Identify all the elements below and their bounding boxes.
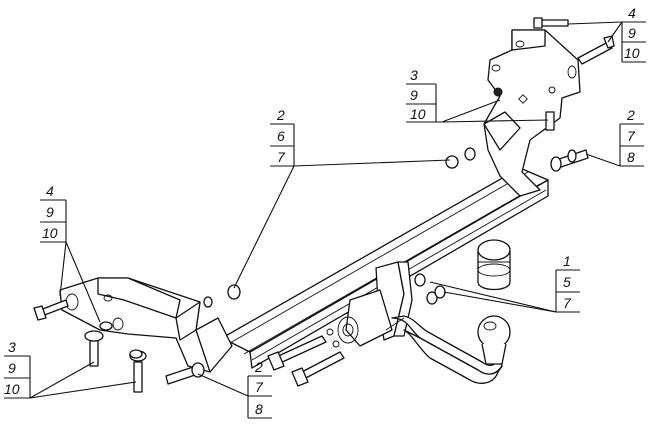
leader-lines (29, 21, 623, 399)
tow-ball (477, 315, 511, 365)
label-right-mid-2: 7 (627, 128, 636, 144)
label-top-right-2: 9 (628, 25, 636, 41)
label-center-2: 6 (277, 128, 285, 144)
label-right-lower-1: 1 (563, 253, 571, 269)
callout-right-mid: 2 7 8 (619, 107, 644, 167)
label-left-lower-2: 9 (8, 360, 16, 376)
callout-bottom-center: 2 7 8 (247, 359, 272, 419)
label-left-lower-3: 10 (4, 381, 20, 397)
bolt-left-vertical-upper (84, 321, 113, 367)
nuts-washers (129, 147, 476, 359)
tow-ball-cap (477, 239, 511, 291)
label-bottom-center-2: 7 (255, 379, 264, 395)
callout-top-right: 4 9 10 (621, 5, 646, 63)
callout-left-upper: 4 9 10 (40, 183, 67, 243)
label-left-upper-2: 9 (46, 204, 54, 220)
callout-center: 2 6 7 (270, 107, 295, 167)
bolt-bracket-vertical (493, 87, 555, 131)
label-left-lower-1: 3 (8, 339, 16, 355)
label-center-1: 2 (276, 107, 285, 123)
bolt-top-right (533, 17, 569, 29)
label-top-right-3: 10 (624, 45, 640, 61)
label-bottom-center-1: 2 (254, 359, 263, 375)
left-mounting-bracket (59, 277, 233, 373)
label-top-center-1: 3 (410, 67, 418, 83)
label-left-upper-3: 10 (42, 225, 58, 241)
callout-left-lower: 3 9 10 (4, 339, 31, 399)
callout-right-lower: 1 5 7 (555, 253, 580, 313)
label-left-upper-1: 4 (46, 183, 54, 199)
bolt-right-bracket-diag (577, 35, 615, 65)
callout-labels: 4 9 10 3 9 10 2 7 8 (4, 5, 646, 419)
bolt-right-mid (550, 149, 589, 172)
label-center-3: 7 (277, 149, 286, 165)
bolt-bottom-angled (165, 362, 205, 385)
label-bottom-center-3: 8 (255, 401, 263, 417)
label-right-mid-1: 2 (626, 107, 635, 123)
label-right-mid-3: 8 (627, 149, 635, 165)
label-top-center-2: 9 (410, 87, 418, 103)
long-bolt-upper (267, 335, 327, 371)
long-bolt-lower (291, 351, 345, 387)
label-right-lower-3: 7 (563, 295, 572, 311)
right-mounting-bracket (483, 29, 581, 197)
ball-mount (326, 261, 503, 384)
label-top-right-1: 4 (628, 5, 636, 21)
bolt-left-horizontal (33, 299, 69, 321)
label-right-lower-2: 5 (563, 274, 571, 290)
label-top-center-3: 10 (410, 106, 426, 122)
callout-top-center: 3 9 10 (406, 67, 442, 123)
